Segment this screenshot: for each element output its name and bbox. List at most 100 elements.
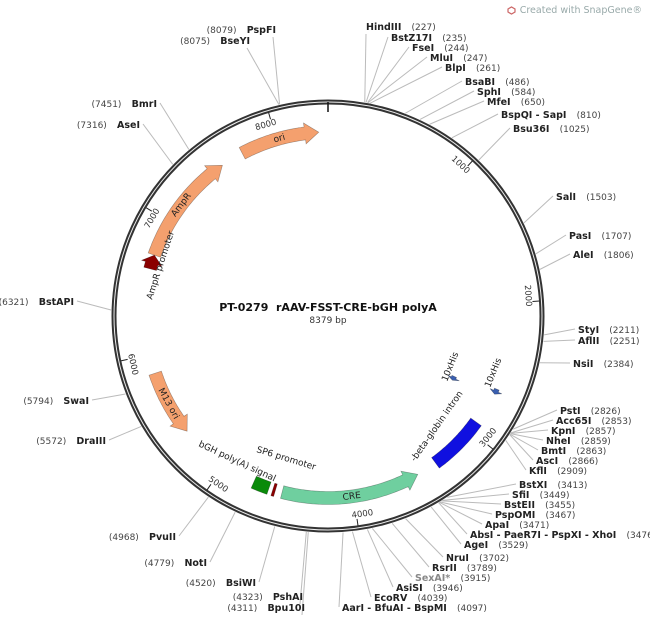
enzyme-site-bspqi-sapi[interactable]: BspQI - SapI (810) bbox=[451, 103, 601, 139]
enzyme-name: BstXI bbox=[519, 480, 547, 491]
enzyme-leader-line bbox=[442, 493, 510, 501]
enzyme-site-rsrii[interactable]: RsrII (3789) bbox=[391, 522, 497, 575]
enzyme-site-sexai-[interactable]: SexAI* (3915) bbox=[371, 528, 490, 585]
feature-beta-globin-intron bbox=[431, 417, 482, 469]
branding-text: Created with SnapGene® bbox=[519, 5, 642, 16]
enzyme-position: (3449) bbox=[540, 491, 570, 501]
enzyme-site-asisi[interactable]: AsiSI (3946) bbox=[366, 529, 463, 595]
enzyme-site-bpu10i[interactable]: (4311) Bpu10I bbox=[227, 532, 309, 616]
enzyme-name: RsrII bbox=[432, 563, 457, 574]
enzyme-site-agei[interactable]: AgeI (3529) bbox=[430, 506, 528, 552]
enzyme-label: ApaI (3471) bbox=[485, 513, 549, 532]
enzyme-site-sfii[interactable]: SfiI (3449) bbox=[442, 483, 570, 502]
enzyme-site-styi[interactable]: StyI (2211) bbox=[544, 318, 639, 337]
enzyme-position: (7451) bbox=[92, 100, 122, 110]
enzyme-site-pvuii[interactable]: (4968) PvuII bbox=[109, 496, 209, 544]
enzyme-site-pspomi[interactable]: PspOMI (3467) bbox=[439, 501, 576, 522]
enzyme-site-bstxi[interactable]: BstXI (3413) bbox=[447, 473, 587, 498]
enzyme-site-psti[interactable]: PstI (2826) bbox=[512, 399, 621, 430]
feature-10xhis bbox=[489, 387, 503, 395]
enzyme-site-bsiwi[interactable]: (4520) BsiWI bbox=[186, 526, 276, 590]
enzyme-label: (4779) NotI bbox=[144, 551, 207, 570]
enzyme-name: Bpu10I bbox=[267, 603, 305, 614]
enzyme-site-hindiii[interactable]: HindIII (227) bbox=[364, 15, 436, 103]
enzyme-site-apai[interactable]: ApaI (3471) bbox=[439, 501, 549, 532]
enzyme-name: NotI bbox=[184, 558, 207, 569]
enzyme-site-pspfi[interactable]: (8079) PspFI bbox=[207, 18, 281, 105]
enzyme-label: SalI (1503) bbox=[556, 185, 616, 204]
enzyme-label: NheI (2859) bbox=[546, 429, 611, 448]
enzyme-site-ecorv[interactable]: EcoRV (4039) bbox=[351, 531, 447, 605]
tick-mark bbox=[487, 444, 494, 450]
enzyme-site-aflii[interactable]: AflII (2251) bbox=[543, 329, 640, 348]
enzyme-site-bmri[interactable]: (7451) BmrI bbox=[92, 92, 190, 150]
enzyme-label: Bsu36I (1025) bbox=[513, 117, 590, 136]
enzyme-site-bsu36i[interactable]: Bsu36I (1025) bbox=[478, 117, 590, 161]
enzyme-site-swai[interactable]: (5794) SwaI bbox=[23, 389, 126, 408]
enzyme-position: (3529) bbox=[498, 541, 528, 551]
enzyme-site-acc65i[interactable]: Acc65I (2853) bbox=[510, 409, 632, 434]
tick-label: 6000 bbox=[125, 353, 139, 376]
enzyme-site-kfli[interactable]: KflI (2909) bbox=[505, 440, 587, 478]
enzyme-site-sphi[interactable]: SphI (584) bbox=[419, 80, 535, 120]
enzyme-leader-line bbox=[438, 502, 468, 535]
enzyme-site-nhei[interactable]: NheI (2859) bbox=[510, 429, 611, 448]
enzyme-position: (3413) bbox=[557, 481, 587, 491]
enzyme-position: (1806) bbox=[604, 251, 634, 261]
enzyme-name: BstEII bbox=[504, 500, 535, 511]
enzyme-site-bseyi[interactable]: (8075) BseYI bbox=[180, 29, 280, 105]
enzyme-site-bsteii[interactable]: BstEII (3455) bbox=[441, 493, 576, 512]
enzyme-site-asei[interactable]: (7316) AseI bbox=[77, 113, 174, 165]
enzyme-leader-line bbox=[439, 501, 483, 525]
enzyme-position: (4779) bbox=[144, 559, 174, 569]
enzyme-site-nsii[interactable]: NsiI (2384) bbox=[539, 352, 634, 371]
enzyme-site-asci[interactable]: AscI (2866) bbox=[509, 434, 599, 468]
enzyme-name: SfiI bbox=[512, 490, 529, 501]
enzyme-leader-line bbox=[439, 501, 493, 515]
enzyme-leader-line bbox=[367, 56, 428, 104]
enzyme-site-noti[interactable]: (4779) NotI bbox=[144, 511, 236, 570]
enzyme-label: (5794) SwaI bbox=[23, 389, 89, 408]
enzyme-name: AarI - BfuAI - BspMI bbox=[342, 603, 447, 614]
enzyme-site-mlui[interactable]: MluI (247) bbox=[367, 46, 487, 104]
enzyme-label: BspQI - SapI (810) bbox=[501, 103, 601, 122]
enzyme-site-bmti[interactable]: BmtI (2863) bbox=[509, 433, 606, 458]
enzyme-name: NruI bbox=[446, 553, 469, 564]
enzyme-position: (486) bbox=[505, 78, 529, 88]
enzyme-label: (8075) BseYI bbox=[180, 29, 250, 48]
enzyme-leader-line bbox=[510, 433, 544, 441]
enzyme-site-alei[interactable]: AleI (1806) bbox=[539, 243, 634, 270]
enzyme-leader-line bbox=[539, 253, 571, 270]
enzyme-position: (2866) bbox=[568, 457, 598, 467]
enzyme-site-absi-paer7i-pspxi-xhoi[interactable]: AbsI - PaeR7I - PspXI - XhoI (3476) bbox=[438, 502, 650, 542]
enzyme-site-nrui[interactable]: NruI (3702) bbox=[405, 518, 509, 565]
enzyme-position: (7316) bbox=[77, 121, 107, 131]
enzyme-leader-line bbox=[512, 409, 558, 430]
tick-mark bbox=[206, 484, 212, 491]
enzyme-site-mfei[interactable]: MfeI (650) bbox=[429, 90, 545, 125]
enzyme-site-pasi[interactable]: PasI (1707) bbox=[535, 224, 632, 255]
enzyme-site-blpi[interactable]: BlpI (261) bbox=[369, 56, 500, 104]
enzyme-site-bstz17i[interactable]: BstZ17I (235) bbox=[365, 26, 466, 103]
enzyme-position: (6321) bbox=[0, 298, 29, 308]
enzyme-label: (4968) PvuII bbox=[109, 525, 176, 544]
enzyme-site-pshai[interactable]: (4323) PshAI bbox=[233, 531, 307, 605]
enzyme-site-kpni[interactable]: KpnI (2857) bbox=[510, 419, 616, 438]
enzyme-position: (2909) bbox=[557, 467, 587, 477]
enzyme-site-sali[interactable]: SalI (1503) bbox=[523, 185, 616, 224]
enzyme-site-draiii[interactable]: (5572) DraIII bbox=[36, 426, 142, 448]
enzyme-site-aari-bfuai-bspmi[interactable]: AarI - BfuAI - BspMI (4097) bbox=[338, 532, 487, 615]
enzyme-site-bstapi[interactable]: (6321) BstAPI bbox=[0, 290, 112, 311]
enzyme-leader-line bbox=[91, 393, 126, 401]
enzyme-label: BstEII (3455) bbox=[504, 493, 575, 512]
enzyme-label: AleI (1806) bbox=[573, 243, 634, 262]
enzyme-name: SalI bbox=[556, 192, 576, 203]
enzyme-label: (4311) Bpu10I bbox=[227, 596, 305, 615]
enzyme-position: (3471) bbox=[519, 521, 549, 531]
enzyme-leader-line bbox=[505, 440, 527, 471]
enzyme-name: PstI bbox=[560, 406, 581, 417]
enzyme-label: MfeI (650) bbox=[487, 90, 545, 109]
enzyme-site-bsabi[interactable]: BsaBI (486) bbox=[405, 70, 529, 114]
enzyme-site-fsei[interactable]: FseI (244) bbox=[367, 36, 469, 103]
enzyme-position: (2857) bbox=[586, 427, 616, 437]
